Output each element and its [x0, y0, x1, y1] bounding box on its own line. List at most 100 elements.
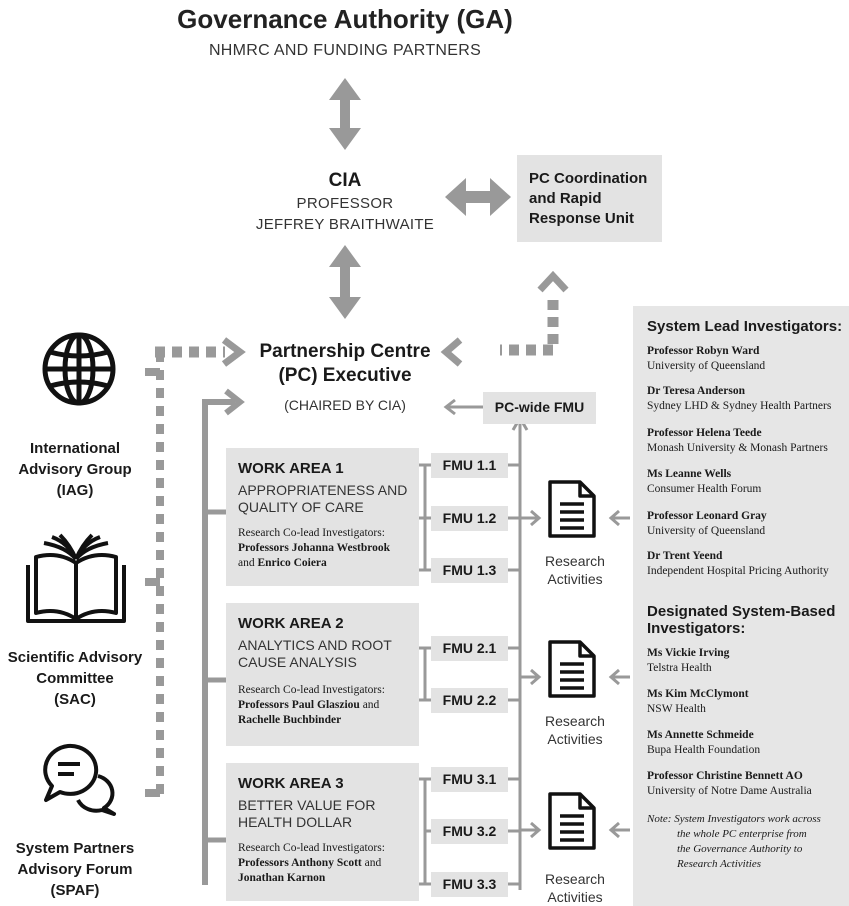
work-area-2-leads: Research Co-lead Investigators: Professo… [238, 683, 418, 728]
fmu-1-2: FMU 1.2 [431, 506, 508, 531]
work-area-2-sub2: CAUSE ANALYSIS [238, 654, 357, 670]
work-area-2-title: WORK AREA 2 [238, 615, 344, 632]
fmu-1-1: FMU 1.1 [431, 453, 508, 478]
designated-heading-line1: Designated System-Based [647, 603, 836, 620]
pc-executive-subtitle: (CHAIRED BY CIA) [284, 397, 406, 413]
fmu-3-2: FMU 3.2 [431, 819, 508, 844]
dashed-right-arrow [155, 337, 246, 367]
pc-wide-fmu-label: PC-wide FMU [494, 399, 585, 415]
cia-role: PROFESSOR [296, 195, 394, 212]
research-line1: Research [545, 553, 605, 569]
investigator: Dr Trent Yeend Independent Hospital Pric… [647, 549, 847, 579]
fmu-spine [508, 415, 542, 890]
note-prefix: Note: [647, 813, 672, 825]
spaf-line3: (SPAF) [50, 882, 100, 899]
work-area-1-title: WORK AREA 1 [238, 460, 344, 477]
work-area-3-leads: Research Co-lead Investigators: Professo… [238, 841, 418, 886]
work-area-3-lead1: Professors Anthony Scott [238, 857, 362, 869]
investigator: Professor Leonard Gray University of Que… [647, 509, 847, 539]
spaf-line1: System Partners [15, 840, 135, 857]
work-area-1-lead1: Professors Johanna Westbrook [238, 542, 391, 554]
research-activities-2: Research Activities [535, 712, 615, 748]
note-line4: Research Activities [677, 858, 761, 870]
sac-line2: Committee [36, 670, 114, 687]
spaf-line2: Advisory Forum [17, 861, 133, 878]
investigator-org: University of Notre Dame Australia [647, 785, 812, 797]
work-area-3-title: WORK AREA 3 [238, 775, 344, 792]
investigator-name: Dr Trent Yeend [647, 550, 723, 562]
wa-fmu-connectors [419, 463, 431, 886]
work-area-1-lead2: Enrico Coiera [257, 557, 327, 569]
coordination-line1: PC Coordination [529, 170, 648, 187]
investigator-name: Ms Vickie Irving [647, 647, 730, 659]
coordination-box: PC Coordination and Rapid Response Unit [517, 155, 662, 242]
note-line1: System Investigators work across [674, 813, 821, 825]
investigator-name: Ms Annette Schmeide [647, 729, 754, 741]
work-area-2-and: and [359, 699, 380, 711]
investigators-note: Note: System Investigators work across t… [647, 812, 845, 872]
investigator-org: Consumer Health Forum [647, 483, 762, 495]
ga-cia-double-arrow [329, 78, 361, 150]
work-area-2-lead1: Professors Paul Glasziou [238, 699, 360, 711]
work-area-2-lead2: Rachelle Buchbinder [238, 714, 342, 726]
research-line2: Activities [547, 571, 603, 587]
iag-line1: International [29, 440, 120, 457]
investigator: Professor Helena Teede Monash University… [647, 426, 847, 456]
fmu-1-3: FMU 1.3 [431, 558, 508, 583]
dashed-left-arrow [440, 337, 463, 367]
sac-label: Scientific Advisory Committee (SAC) [0, 647, 150, 710]
work-area-2-sub1: ANALYTICS AND ROOT [238, 637, 392, 653]
iag-label: International Advisory Group (IAG) [0, 438, 150, 501]
work-area-1-subtitle: APPROPRIATENESS AND QUALITY OF CARE [238, 482, 413, 516]
research-activities-3: Research Activities [535, 870, 615, 906]
investigator-org: Monash University & Monash Partners [647, 442, 828, 454]
work-area-3-subtitle: BETTER VALUE FOR HEALTH DOLLAR [238, 797, 413, 831]
cia-coordination-double-arrow [445, 178, 511, 216]
investigator-org: NSW Health [647, 703, 706, 715]
investigator-org: University of Queensland [647, 525, 766, 537]
research-line1: Research [545, 871, 605, 887]
investigator-name: Dr Teresa Anderson [647, 385, 745, 397]
sac-line3: (SAC) [54, 691, 96, 708]
document-icon [548, 792, 596, 850]
cia-title: CIA [328, 170, 362, 191]
work-area-2-subtitle: ANALYTICS AND ROOT CAUSE ANALYSIS [238, 637, 413, 671]
note-line3: the Governance Authority to [677, 843, 803, 855]
investigator-org: Telstra Health [647, 662, 712, 674]
investigator-name: Ms Leanne Wells [647, 468, 732, 480]
work-area-1: WORK AREA 1 APPROPRIATENESS AND QUALITY … [226, 448, 419, 586]
investigator-name: Professor Helena Teede [647, 427, 762, 439]
work-area-1-leads: Research Co-lead Investigators: Professo… [238, 526, 418, 571]
investigator: Ms Leanne Wells Consumer Health Forum [647, 467, 847, 497]
investigator-name: Ms Kim McClymont [647, 688, 749, 700]
work-area-3-lead2: Jonathan Karnon [238, 872, 326, 884]
document-icon [548, 640, 596, 698]
work-area-1-lead-label: Research Co-lead Investigators: [238, 527, 385, 539]
investigator-org: Bupa Health Foundation [647, 744, 761, 756]
document-icon [548, 480, 596, 538]
research-line2: Activities [547, 731, 603, 747]
research-line1: Research [545, 713, 605, 729]
investigator-name: Professor Christine Bennett AO [647, 770, 803, 782]
system-lead-heading: System Lead Investigators: [647, 318, 843, 335]
pcwide-arrow [443, 398, 483, 416]
research-activities-1: Research Activities [535, 552, 615, 588]
investigator: Ms Vickie Irving Telstra Health [647, 646, 847, 676]
cia-name: JEFFREY BRAITHWAITE [255, 216, 435, 233]
panel-arrows [608, 509, 630, 839]
dashed-advisory-line [145, 352, 164, 800]
chat-icon [43, 743, 116, 816]
work-area-3: WORK AREA 3 BETTER VALUE FOR HEALTH DOLL… [226, 763, 419, 901]
globe-icon [42, 332, 116, 406]
work-area-1-sub1: APPROPRIATENESS AND [238, 482, 408, 498]
governance-title: Governance Authority (GA) [177, 4, 513, 34]
investigator: Professor Christine Bennett AO Universit… [647, 769, 847, 799]
investigator-org: Independent Hospital Pricing Authority [647, 565, 829, 577]
coordination-line3: Response Unit [529, 210, 635, 227]
work-area-spine [202, 388, 245, 885]
work-area-2-lead-label: Research Co-lead Investigators: [238, 684, 385, 696]
investigator: Ms Annette Schmeide Bupa Health Foundati… [647, 728, 847, 758]
book-icon [26, 533, 126, 623]
investigator: Professor Robyn Ward University of Queen… [647, 344, 847, 374]
